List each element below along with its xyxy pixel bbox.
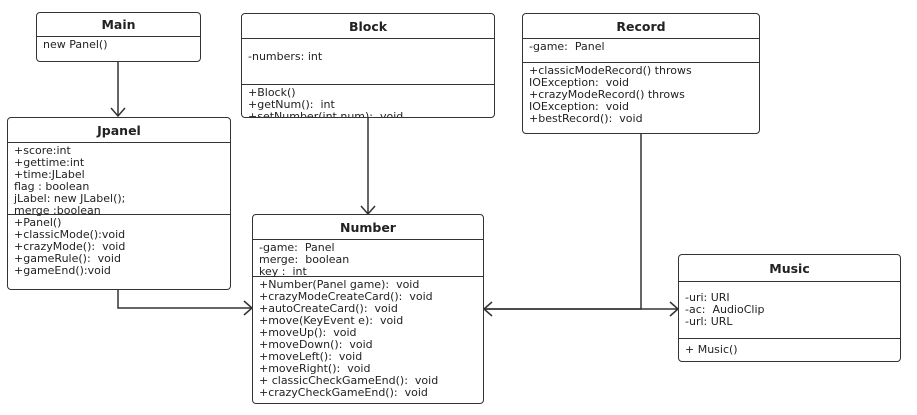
- operation: +crazyCheckGameEnd(): void: [259, 386, 428, 399]
- attribute: -url: URL: [685, 315, 733, 328]
- operation: +bestRecord(): void: [529, 112, 643, 125]
- class-name: Block: [242, 14, 494, 39]
- attribute: -game: Panel: [529, 40, 605, 53]
- operation: +moveUp(): void: [259, 326, 357, 339]
- class-record[interactable]: Record -game: Panel +classicModeRecord()…: [522, 13, 760, 134]
- attribute: -numbers: int: [248, 50, 323, 63]
- operation: +crazyModeRecord() throws: [529, 88, 685, 101]
- operation: + Music(): [685, 343, 738, 356]
- operation: +gameRule(): void: [14, 252, 121, 265]
- operations: +Number(Panel game): void+crazyModeCreat…: [253, 277, 483, 399]
- operations: +Block()+getNum(): int+setNumber(int num…: [242, 85, 494, 118]
- attribute: -uri: URI: [685, 291, 730, 304]
- operations: new Panel(): [37, 37, 200, 51]
- class-name: Music: [679, 255, 900, 282]
- operation: + classicCheckGameEnd(): void: [259, 374, 439, 387]
- attributes: -numbers: int: [242, 39, 494, 85]
- operation: +moveLeft(): void: [259, 350, 363, 363]
- attributes: -uri: URI-ac: AudioClip-url: URL: [679, 282, 900, 339]
- class-music[interactable]: Music -uri: URI-ac: AudioClip-url: URL +…: [678, 254, 901, 362]
- attribute: merge: boolean: [259, 253, 350, 266]
- operation: +classicMode():void: [14, 228, 126, 241]
- operation: +Panel(): [14, 216, 62, 229]
- operation: +classicModeRecord() throws: [529, 64, 692, 77]
- record-to-number-arrow: [484, 134, 642, 310]
- operation: +moveRight(): void: [259, 362, 371, 375]
- class-name: Number: [253, 215, 483, 240]
- class-main[interactable]: Main new Panel(): [36, 12, 201, 62]
- operation: new Panel(): [43, 38, 108, 51]
- attribute: jLabel: new JLabel();: [14, 192, 126, 205]
- attribute: +score:int: [14, 144, 71, 157]
- attribute: +gettime:int: [14, 156, 85, 169]
- jpanel-to-number-arrow: [117, 290, 252, 309]
- attribute: merge :boolean: [14, 204, 101, 217]
- class-jpanel[interactable]: Jpanel +score:int+gettime:int+time:JLabe…: [7, 117, 231, 290]
- operation: +moveDown(): void: [259, 338, 373, 351]
- attribute: -ac: AudioClip: [685, 303, 765, 316]
- attribute: key : int: [259, 265, 307, 278]
- class-name: Main: [37, 13, 200, 37]
- operation: +setNumber(int num): void: [248, 110, 404, 118]
- operation: IOException: void: [529, 76, 630, 89]
- operation: +autoCreateCard(): void: [259, 302, 398, 315]
- operation: IOException: void: [529, 100, 630, 113]
- attribute: -game: Panel: [259, 241, 335, 254]
- operations: + Music(): [679, 339, 900, 356]
- operation: +crazyModeCreateCard(): void: [259, 290, 433, 303]
- operation: +move(KeyEvent e): void: [259, 314, 404, 327]
- operation: +getNum(): int: [248, 98, 335, 111]
- operation: +Block(): [248, 86, 296, 99]
- class-name: Record: [523, 14, 759, 39]
- class-name: Jpanel: [8, 118, 230, 143]
- operation: +crazyMode(): void: [14, 240, 126, 253]
- attribute: +time:JLabel: [14, 168, 85, 181]
- operations: +Panel()+classicMode():void+crazyMode():…: [8, 215, 230, 277]
- attributes: -game: Panel: [523, 39, 759, 63]
- attribute: flag : boolean: [14, 180, 90, 193]
- class-block[interactable]: Block -numbers: int +Block()+getNum(): i…: [241, 13, 495, 118]
- operation: +gameEnd():void: [14, 264, 111, 277]
- operation: +Number(Panel game): void: [259, 278, 420, 291]
